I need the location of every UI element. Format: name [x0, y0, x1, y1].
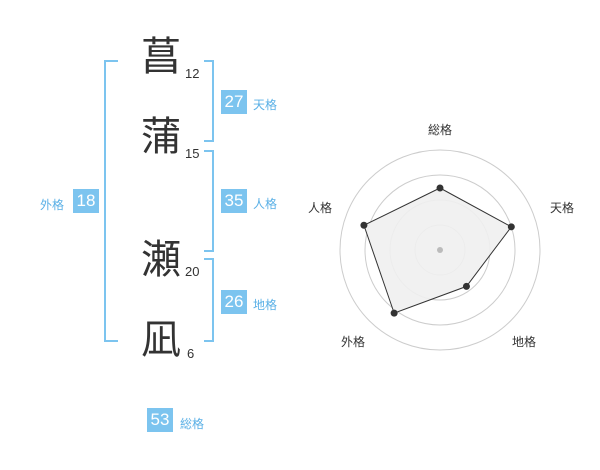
- chikaku-badge: 26: [221, 290, 247, 314]
- radar-center-dot: [437, 247, 443, 253]
- radar-point-2: [462, 282, 470, 290]
- stroke-count-2: 15: [185, 146, 200, 161]
- radar-axis-label-soukaku: 総格: [428, 122, 452, 137]
- fortune-radar-chart: 総格 天格 地格 外格 人格: [308, 122, 574, 351]
- chikaku-label: 地格: [253, 298, 278, 312]
- chikaku-bracket: [204, 258, 214, 342]
- stroke-count-4: 6: [187, 346, 195, 361]
- name-char-2: 蒲: [141, 114, 181, 160]
- radar-series-points: [360, 184, 515, 317]
- radar-axis-label-gaikaku: 外格: [341, 334, 365, 349]
- name-char-1: 菖: [141, 34, 181, 80]
- jinkaku-bracket: [204, 150, 214, 252]
- radar-axis-label-tenkaku: 天格: [550, 200, 574, 215]
- gaikaku-label: 外格: [40, 198, 65, 212]
- radar-point-4: [360, 221, 368, 229]
- tenkaku-label: 天格: [253, 98, 278, 112]
- radar-point-1: [507, 223, 515, 231]
- name-char-4: 凪: [141, 317, 181, 363]
- radar-axis-label-jinkaku: 人格: [308, 200, 332, 215]
- jinkaku-label: 人格: [253, 197, 278, 211]
- radar-point-3: [390, 309, 398, 317]
- soukaku-badge: 53: [147, 408, 173, 432]
- tenkaku-badge: 27: [221, 90, 247, 114]
- stroke-count-1: 12: [185, 66, 200, 81]
- jinkaku-badge: 35: [221, 189, 247, 213]
- soukaku-label: 総格: [180, 417, 205, 431]
- radar-grid-ring: [339, 149, 541, 351]
- radar-point-0: [436, 184, 444, 192]
- gaikaku-bracket: [104, 60, 118, 342]
- stroke-count-3: 20: [185, 264, 200, 279]
- tenkaku-bracket: [204, 60, 214, 142]
- gaikaku-badge: 18: [73, 189, 99, 213]
- name-char-3: 瀬: [141, 237, 181, 283]
- radar-grid-ring: [364, 174, 516, 326]
- radar-axis-label-chikaku: 地格: [512, 334, 536, 349]
